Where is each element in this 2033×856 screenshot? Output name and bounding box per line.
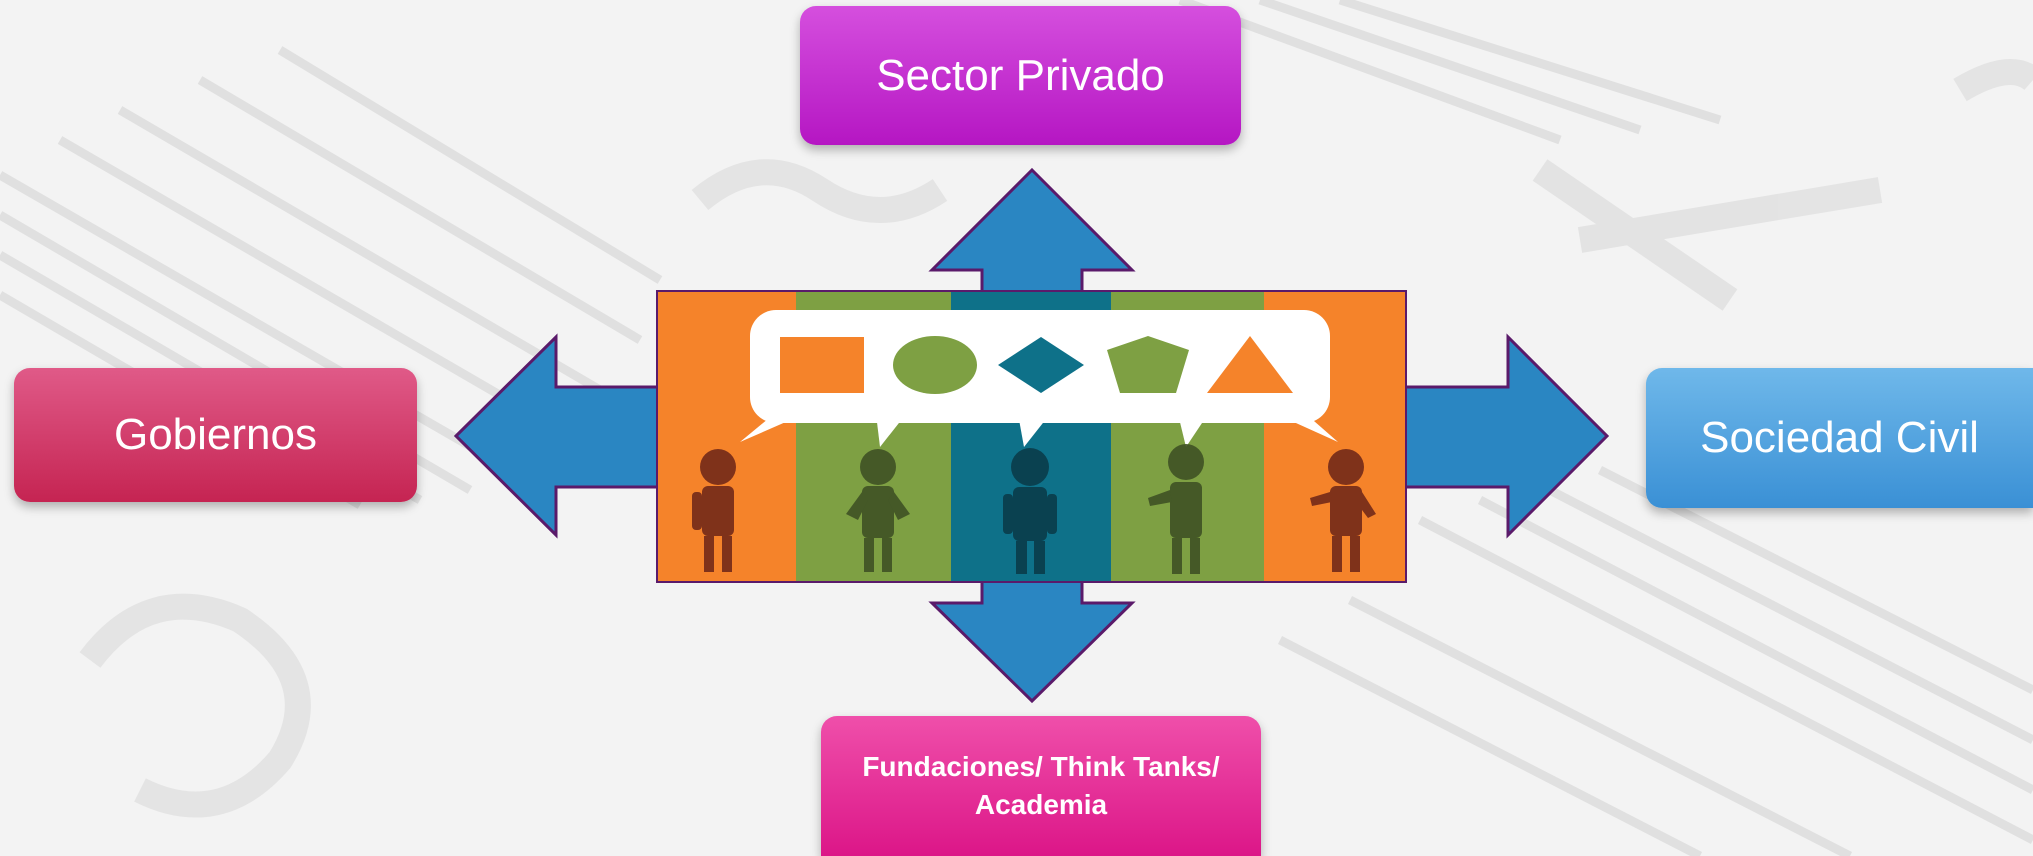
person-3 (1003, 448, 1057, 574)
triangle-icon (1207, 336, 1293, 393)
node-label: Sector Privado (876, 50, 1165, 100)
node-sociedad-civil: Sociedad Civil (1646, 368, 2033, 508)
circle-icon (893, 336, 977, 394)
pentagon-icon (1107, 336, 1189, 393)
node-label: Fundaciones/ Think Tanks/ Academia (862, 751, 1220, 820)
arrow-down (928, 573, 1136, 704)
person-4 (1148, 444, 1204, 574)
diamond-icon (998, 337, 1084, 393)
center-collaboration-image (656, 290, 1407, 583)
node-label: Gobiernos (113, 410, 317, 459)
arrow-right (1396, 333, 1610, 539)
node-label: Sociedad Civil (1700, 413, 1979, 462)
person-1 (692, 449, 736, 572)
node-fundaciones: Fundaciones/ Think Tanks/ Academia (821, 716, 1261, 856)
square-icon (780, 337, 864, 393)
person-5 (1310, 449, 1376, 572)
arrow-up (928, 167, 1136, 302)
node-gobiernos: Gobiernos (14, 368, 417, 502)
node-sector-privado: Sector Privado (800, 6, 1241, 145)
person-2 (846, 449, 910, 572)
arrow-left (453, 333, 667, 539)
